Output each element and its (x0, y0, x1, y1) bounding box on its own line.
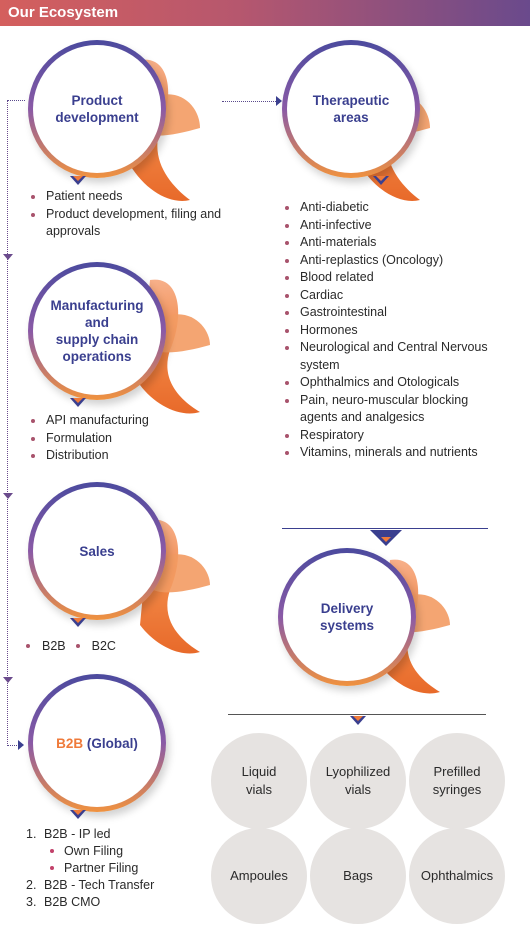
delivery-bubble-ampoules: Ampoules (211, 828, 307, 924)
node-delivery-systems-line2: systems (319, 618, 375, 633)
list-item: Product development, filing and approval… (26, 206, 266, 241)
delivery-bubble-ophthalmics: Ophthalmics (409, 828, 505, 924)
connector-arrow-right-icon (276, 96, 282, 106)
therapeutic-areas-list: Anti-diabetic Anti-infective Anti-materi… (280, 199, 490, 462)
connector-arrow-icon (3, 493, 13, 499)
header-banner (0, 0, 530, 26)
left-connector-line (7, 100, 8, 746)
list-item: B2C (91, 639, 116, 653)
top-connector-line (222, 101, 278, 102)
list-item: Patient needs (26, 188, 266, 206)
list-subitem: Own Filing (26, 843, 154, 860)
list-item: Gastrointestinal (280, 304, 490, 322)
node-therapeutic-areas-line2: areas (333, 110, 369, 125)
node-b2b-main: B2B (56, 735, 84, 751)
list-item: Anti-replastics (Oncology) (280, 252, 490, 270)
delivery-bubble-bags: Bags (310, 828, 406, 924)
connector-stub-product (7, 100, 25, 101)
node-pointer-icon (70, 618, 86, 627)
node-manufacturing-line2: and (84, 315, 109, 330)
list-item: Anti-diabetic (280, 199, 490, 217)
list-item: Blood related (280, 269, 490, 287)
node-delivery-systems-line1: Delivery (320, 601, 374, 616)
list-item: Cardiac (280, 287, 490, 305)
list-item: 2.B2B - Tech Transfer (26, 878, 155, 892)
delivery-divider (228, 714, 486, 715)
manufacturing-list: API manufacturing Formulation Distributi… (26, 412, 246, 465)
page-title: Our Ecosystem (8, 4, 119, 21)
node-b2b-global: B2B (Global) (28, 674, 166, 812)
node-pointer-icon (373, 176, 389, 185)
list-item: Neurological and Central Nervous system (280, 339, 490, 374)
connector-arrow-icon (3, 677, 13, 683)
node-pointer-icon (70, 176, 86, 185)
sales-list: B2B B2C (20, 639, 116, 653)
list-item: B2B (42, 639, 66, 653)
node-product-development-line1: Product (71, 93, 123, 108)
bullet-dot (26, 643, 30, 648)
product-development-list: Patient needs Product development, filin… (26, 188, 266, 241)
delivery-bubble-liquid-vials: Liquid vials (211, 733, 307, 829)
node-pointer-icon (70, 398, 86, 407)
node-therapeutic-areas-line1: Therapeutic (312, 93, 390, 108)
list-item: 3.B2B CMO (26, 895, 101, 909)
node-delivery-systems: Delivery systems (278, 548, 416, 686)
node-b2b-suffix: (Global) (83, 735, 138, 751)
bullet-dot (75, 643, 80, 648)
connector-arrow-icon (3, 254, 13, 260)
delivery-bubble-prefilled-syringes: Prefilled syringes (409, 733, 505, 829)
divider-pointer-icon (350, 716, 366, 725)
list-item: Pain, neuro-muscular blocking agents and… (280, 392, 490, 427)
node-product-development-line2: development (55, 110, 139, 125)
list-item: Anti-materials (280, 234, 490, 252)
list-item: Ophthalmics and Otologicals (280, 374, 490, 392)
list-item: Respiratory (280, 427, 490, 445)
connector-arrow-right-icon (18, 740, 24, 750)
node-sales: Sales (28, 482, 166, 620)
list-item: 1.B2B - IP led (26, 827, 111, 841)
list-item: Anti-infective (280, 217, 490, 235)
therapeutic-divider (282, 528, 488, 529)
connector-stub-b2b (7, 745, 19, 746)
node-manufacturing-line4: operations (62, 349, 132, 364)
b2b-list: 1.B2B - IP led Own Filing Partner Filing… (26, 826, 154, 911)
node-product-development: Product development (28, 40, 166, 178)
node-manufacturing: Manufacturing and supply chain operation… (28, 262, 166, 400)
node-sales-label: Sales (79, 543, 115, 559)
delivery-bubble-lyophilized-vials: Lyophilized vials (310, 733, 406, 829)
list-subitem: Partner Filing (26, 860, 154, 877)
list-item: Distribution (26, 447, 246, 465)
list-item: Vitamins, minerals and nutrients (280, 444, 490, 462)
node-therapeutic-areas: Therapeutic areas (282, 40, 420, 178)
node-manufacturing-line3: supply chain (55, 332, 139, 347)
list-item: Formulation (26, 430, 246, 448)
node-pointer-icon (70, 810, 86, 819)
divider-pointer-icon (370, 530, 402, 546)
node-manufacturing-line1: Manufacturing (50, 298, 144, 313)
list-item: API manufacturing (26, 412, 246, 430)
list-item: Hormones (280, 322, 490, 340)
